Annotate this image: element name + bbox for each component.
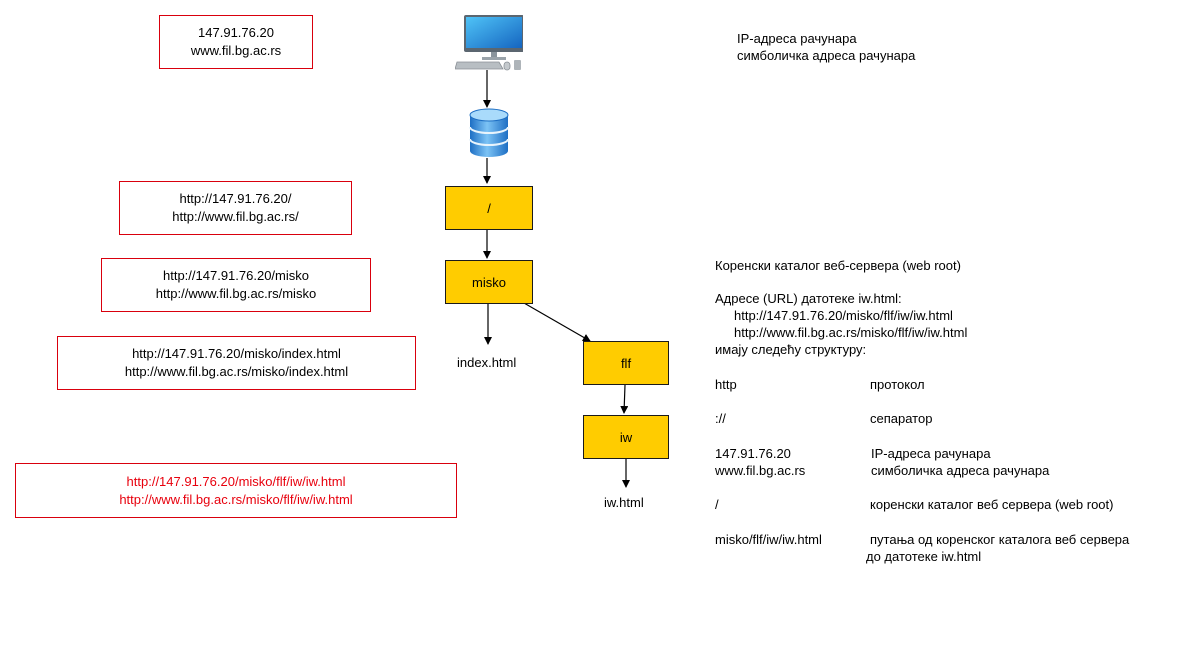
url-ip-example: http://147.91.76.20/misko/flf/iw/iw.html [734, 308, 953, 323]
web-root-heading: Коренски каталог веб-сервера (web root) [715, 258, 961, 273]
flf-node: flf [583, 341, 669, 385]
flf-node-label: flf [620, 355, 632, 371]
root-node-label: / [487, 200, 491, 216]
index-file-label: index.html [457, 355, 517, 370]
iw-url-box: http://147.91.76.20/misko/flf/iw/iw.html… [15, 463, 457, 518]
term-ip: 147.91.76.20 [715, 446, 791, 461]
misko-node: misko [445, 260, 533, 304]
ip-address-text: 147.91.76.20 [198, 25, 274, 40]
root-url-domain: http://www.fil.bg.ac.rs/ [172, 209, 299, 224]
term-separator: :// [715, 411, 726, 426]
term-domain: www.fil.bg.ac.rs [715, 463, 806, 478]
database-icon [469, 108, 509, 157]
iw-file-label: iw.html [604, 495, 644, 510]
ip-address-box: 147.91.76.20 www.fil.bg.ac.rs [159, 15, 313, 69]
top-ip-label: IP-адреса рачунара [737, 31, 857, 46]
misko-url-ip: http://147.91.76.20/misko [163, 268, 309, 283]
iw-node: iw [583, 415, 669, 459]
misko-url-domain: http://www.fil.bg.ac.rs/misko [155, 286, 317, 301]
url-intro: Адресе (URL) датотеке iw.html: [715, 291, 902, 306]
index-url-ip: http://147.91.76.20/misko/index.html [132, 346, 341, 361]
desc-root: коренски каталог веб сервера (web root) [870, 497, 1114, 512]
iw-node-label: iw [619, 429, 633, 445]
desc-ip: IP-адреса рачунара [871, 446, 991, 461]
desc-protocol: протокол [870, 377, 925, 392]
desc-separator: сепаратор [870, 411, 933, 426]
term-protocol: http [715, 377, 737, 392]
index-url-box: http://147.91.76.20/misko/index.html htt… [57, 336, 416, 390]
url-domain-example: http://www.fil.bg.ac.rs/misko/flf/iw/iw.… [734, 325, 968, 340]
top-symbolic-label: симболичка адреса рачунара [737, 48, 916, 63]
root-url-box: http://147.91.76.20/ http://www.fil.bg.a… [119, 181, 352, 235]
iw-url-domain: http://www.fil.bg.ac.rs/misko/flf/iw/iw.… [119, 491, 353, 507]
desc-domain: симболичка адреса рачунара [871, 463, 1050, 478]
root-url-ip: http://147.91.76.20/ [179, 191, 292, 206]
misko-url-box: http://147.91.76.20/misko http://www.fil… [101, 258, 371, 312]
desc-path-cont: до датотеке iw.html [866, 549, 982, 564]
structure-label: имају следећу структуру: [715, 342, 867, 357]
misko-node-label: misko [472, 274, 506, 290]
desc-path: путања од коренског каталога веб сервера [870, 532, 1130, 547]
iw-url-ip: http://147.91.76.20/misko/flf/iw/iw.html [126, 473, 346, 489]
root-node: / [445, 186, 533, 230]
index-url-domain: http://www.fil.bg.ac.rs/misko/index.html [124, 364, 349, 379]
term-path: misko/flf/iw/iw.html [715, 532, 822, 547]
term-root: / [715, 497, 719, 512]
computer-icon [455, 15, 523, 71]
symbolic-address-text: www.fil.bg.ac.rs [190, 43, 282, 58]
